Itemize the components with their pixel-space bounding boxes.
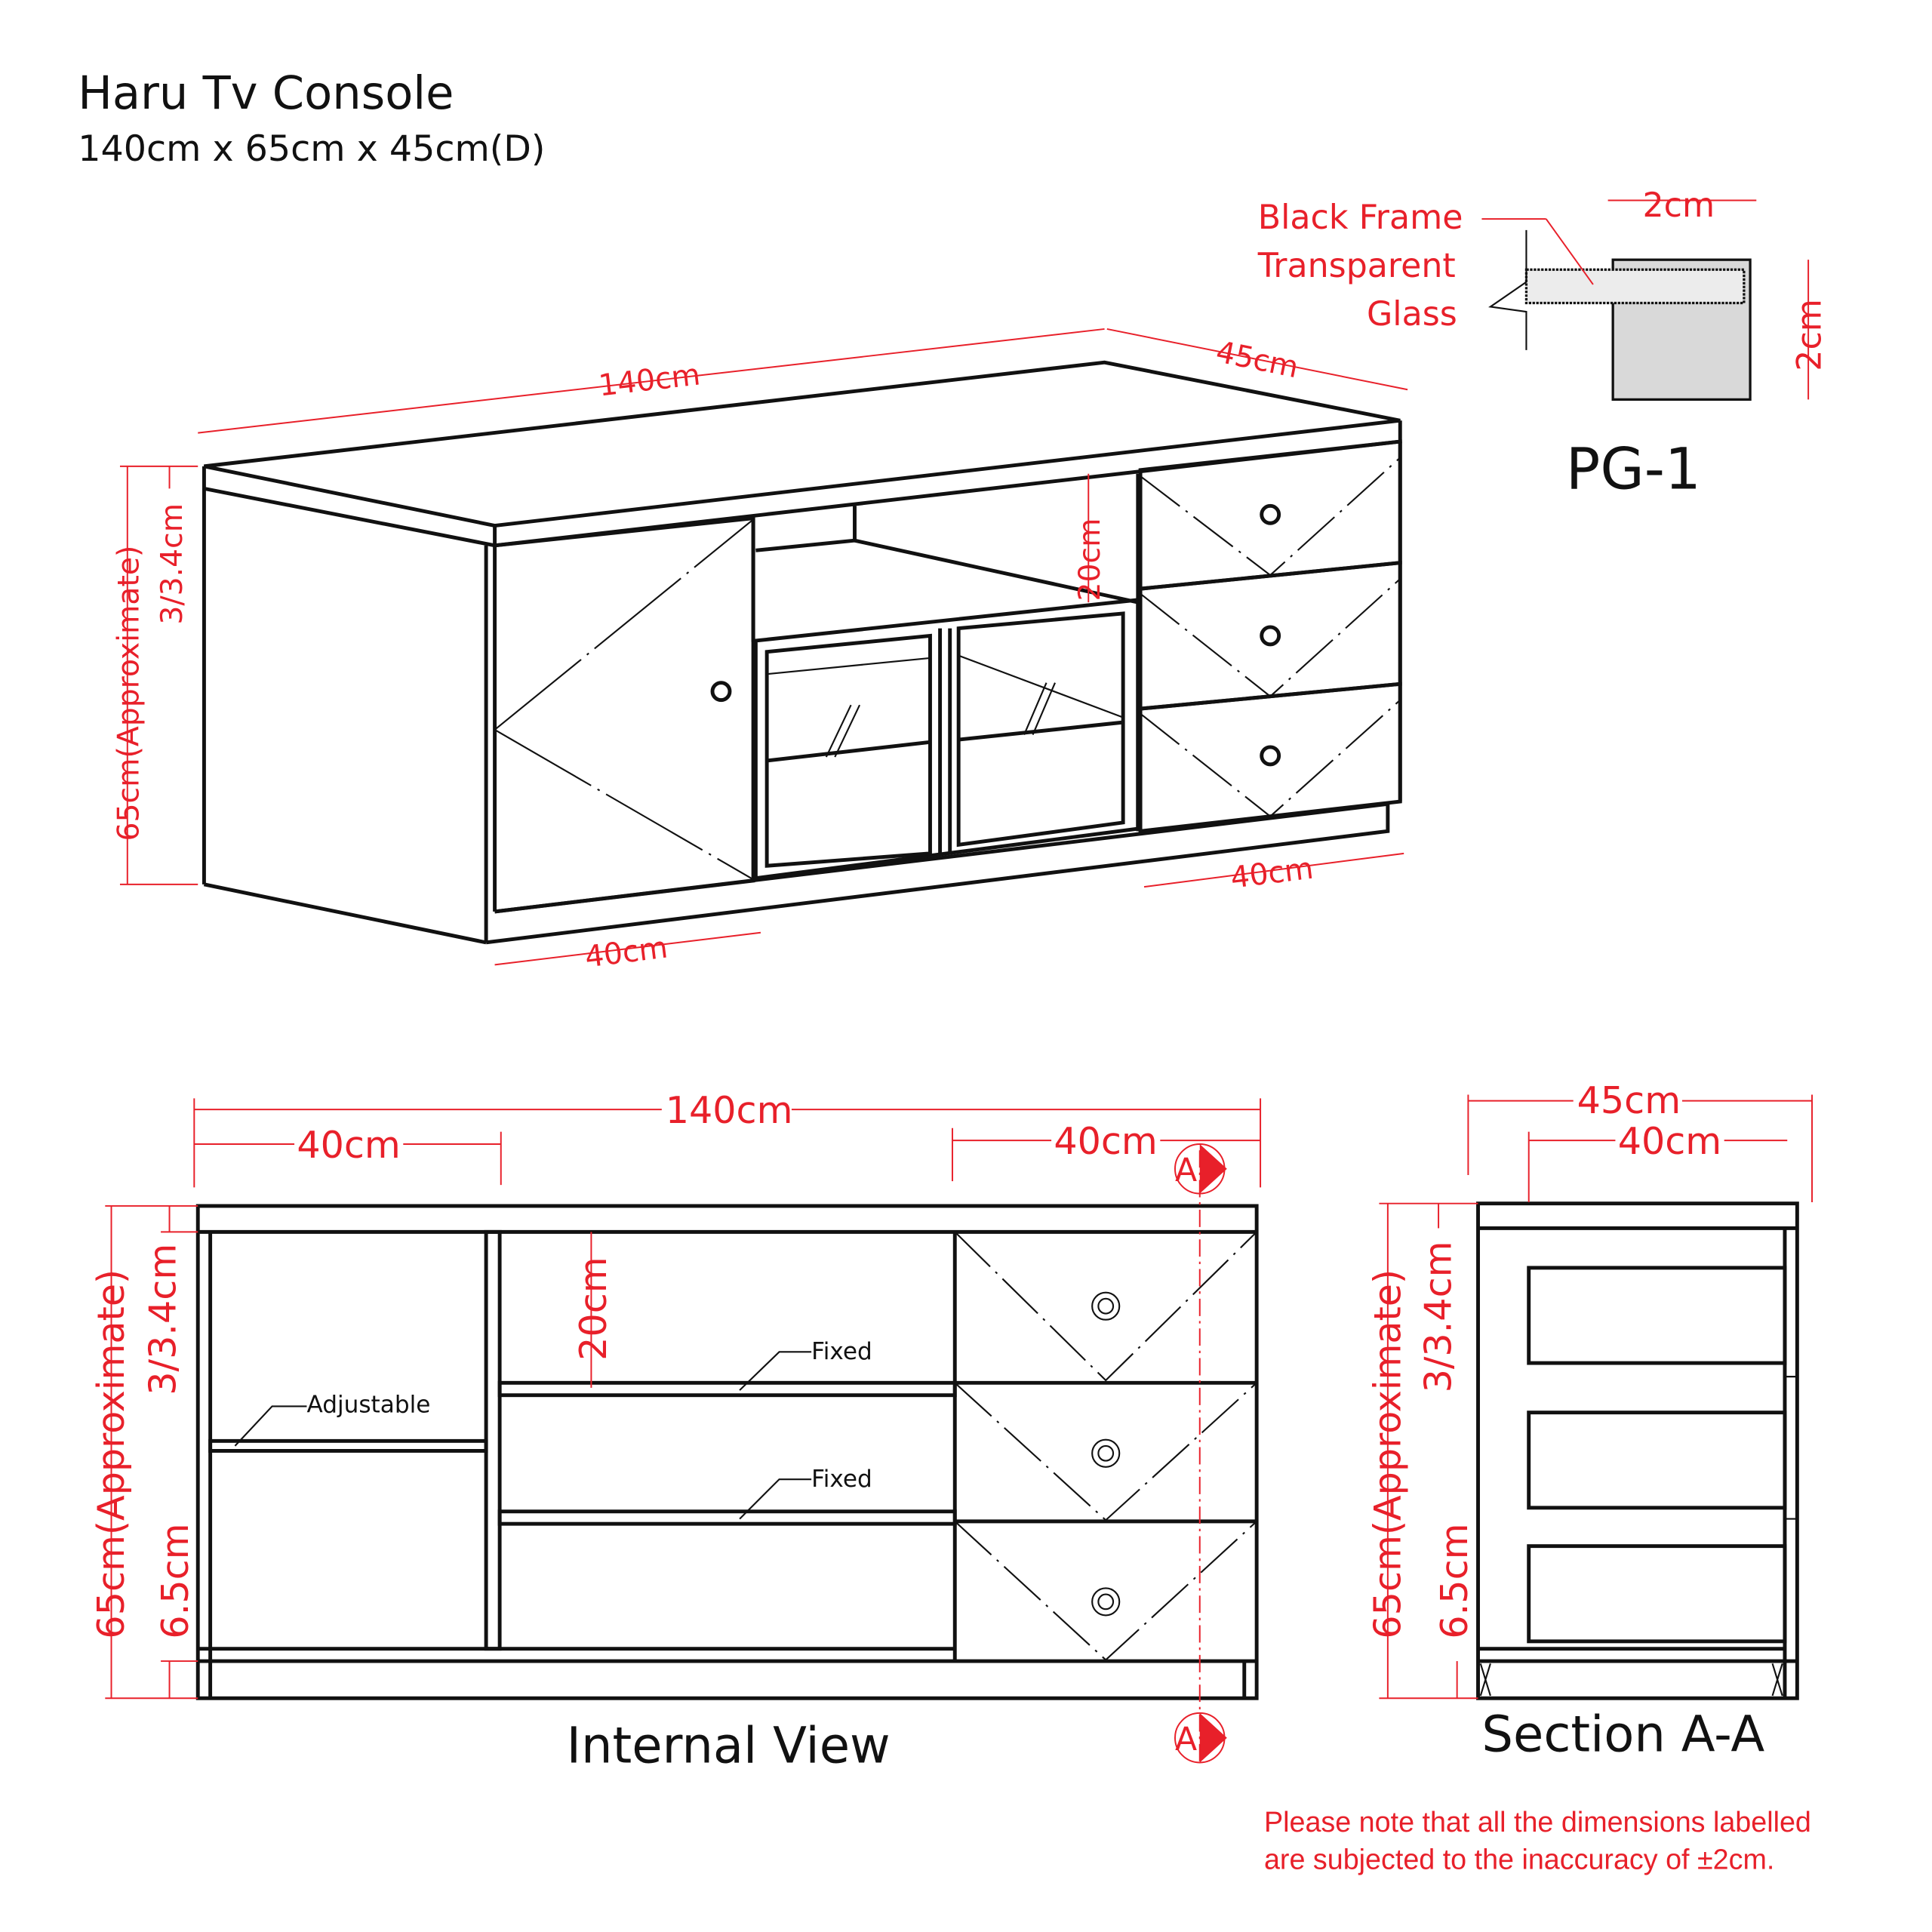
dim-right-width: 40cm xyxy=(1054,1119,1157,1163)
left-door xyxy=(494,515,755,914)
label-fixed-2: Fixed xyxy=(811,1466,872,1493)
dim-height: 65cm(Approximate) xyxy=(1365,1269,1409,1639)
dim-plinth: 6.5cm xyxy=(153,1523,197,1638)
label-fixed-1: Fixed xyxy=(811,1338,872,1365)
svg-text:A: A xyxy=(1175,1721,1197,1758)
title: Haru Tv Console xyxy=(78,67,454,120)
dim-door-width: 40cm xyxy=(583,931,669,975)
drawer-knob-icon xyxy=(1091,1291,1121,1321)
dim-shelf-gap: 20cm xyxy=(571,1257,615,1360)
glass-doors xyxy=(751,473,1140,881)
internal-view: Adjustable Fixed Fixed 140cm 40cm 40cm 6… xyxy=(89,1088,1262,1774)
drawer-knob-icon xyxy=(1091,1438,1121,1468)
iso-drawers xyxy=(1138,439,1402,834)
drawer-knob-icon xyxy=(1260,503,1281,525)
svg-text:A: A xyxy=(1175,1152,1197,1189)
dim-depth: 45cm xyxy=(1577,1078,1681,1122)
door-knob-icon xyxy=(710,681,732,703)
subtitle: 140cm x 65cm x 45cm(D) xyxy=(78,128,545,170)
detail-height: 2cm xyxy=(1790,299,1829,371)
section-view: 45cm 40cm 65cm(Approximate) 3/3.4cm 6.5c… xyxy=(1365,1078,1814,1764)
dim-top: 3/3.4cm xyxy=(1416,1241,1460,1393)
note-line-2: are subjected to the inaccuracy of ±2cm. xyxy=(1264,1843,1774,1875)
section-mark-bottom: A xyxy=(1174,1712,1227,1764)
drawer-knob-icon xyxy=(1091,1587,1121,1617)
glass-frame-detail: Black Frame Transparent Glass 2cm 2cm PG… xyxy=(1257,186,1829,503)
section-mark-top: A xyxy=(1174,1143,1227,1195)
callout-line-2: Transparent xyxy=(1257,247,1456,285)
dim-top: 3/3.4cm xyxy=(155,503,189,625)
isometric-view: 140cm 45cm 65cm(Approximate) 3/3.4cm 20c… xyxy=(112,328,1408,975)
dim-inner-depth: 40cm xyxy=(1618,1119,1721,1163)
dim-height: 65cm(Approximate) xyxy=(112,546,146,841)
drawer-knob-icon xyxy=(1260,625,1281,647)
dim-left-width: 40cm xyxy=(297,1123,400,1167)
dim-width: 140cm xyxy=(597,357,702,403)
drawer-knob-icon xyxy=(1260,745,1281,767)
internal-view-caption: Internal View xyxy=(567,1717,891,1774)
section-caption: Section A-A xyxy=(1481,1706,1764,1764)
dim-depth: 45cm xyxy=(1213,334,1301,385)
callout-line-3: Glass xyxy=(1367,295,1457,334)
callout-line-1: Black Frame xyxy=(1258,198,1463,237)
dim-top: 3/3.4cm xyxy=(141,1244,185,1395)
note-line-1: Please note that all the dimensions labe… xyxy=(1264,1806,1811,1838)
dim-drawer-width: 40cm xyxy=(1229,851,1315,896)
dim-plinth: 6.5cm xyxy=(1432,1523,1476,1638)
dim-width: 140cm xyxy=(666,1088,793,1132)
label-adjustable: Adjustable xyxy=(306,1392,430,1419)
dim-height: 65cm(Approximate) xyxy=(89,1269,133,1639)
dim-shelf-gap: 20cm xyxy=(1072,518,1107,601)
detail-width: 2cm xyxy=(1642,186,1715,225)
detail-label: PG-1 xyxy=(1566,435,1701,502)
